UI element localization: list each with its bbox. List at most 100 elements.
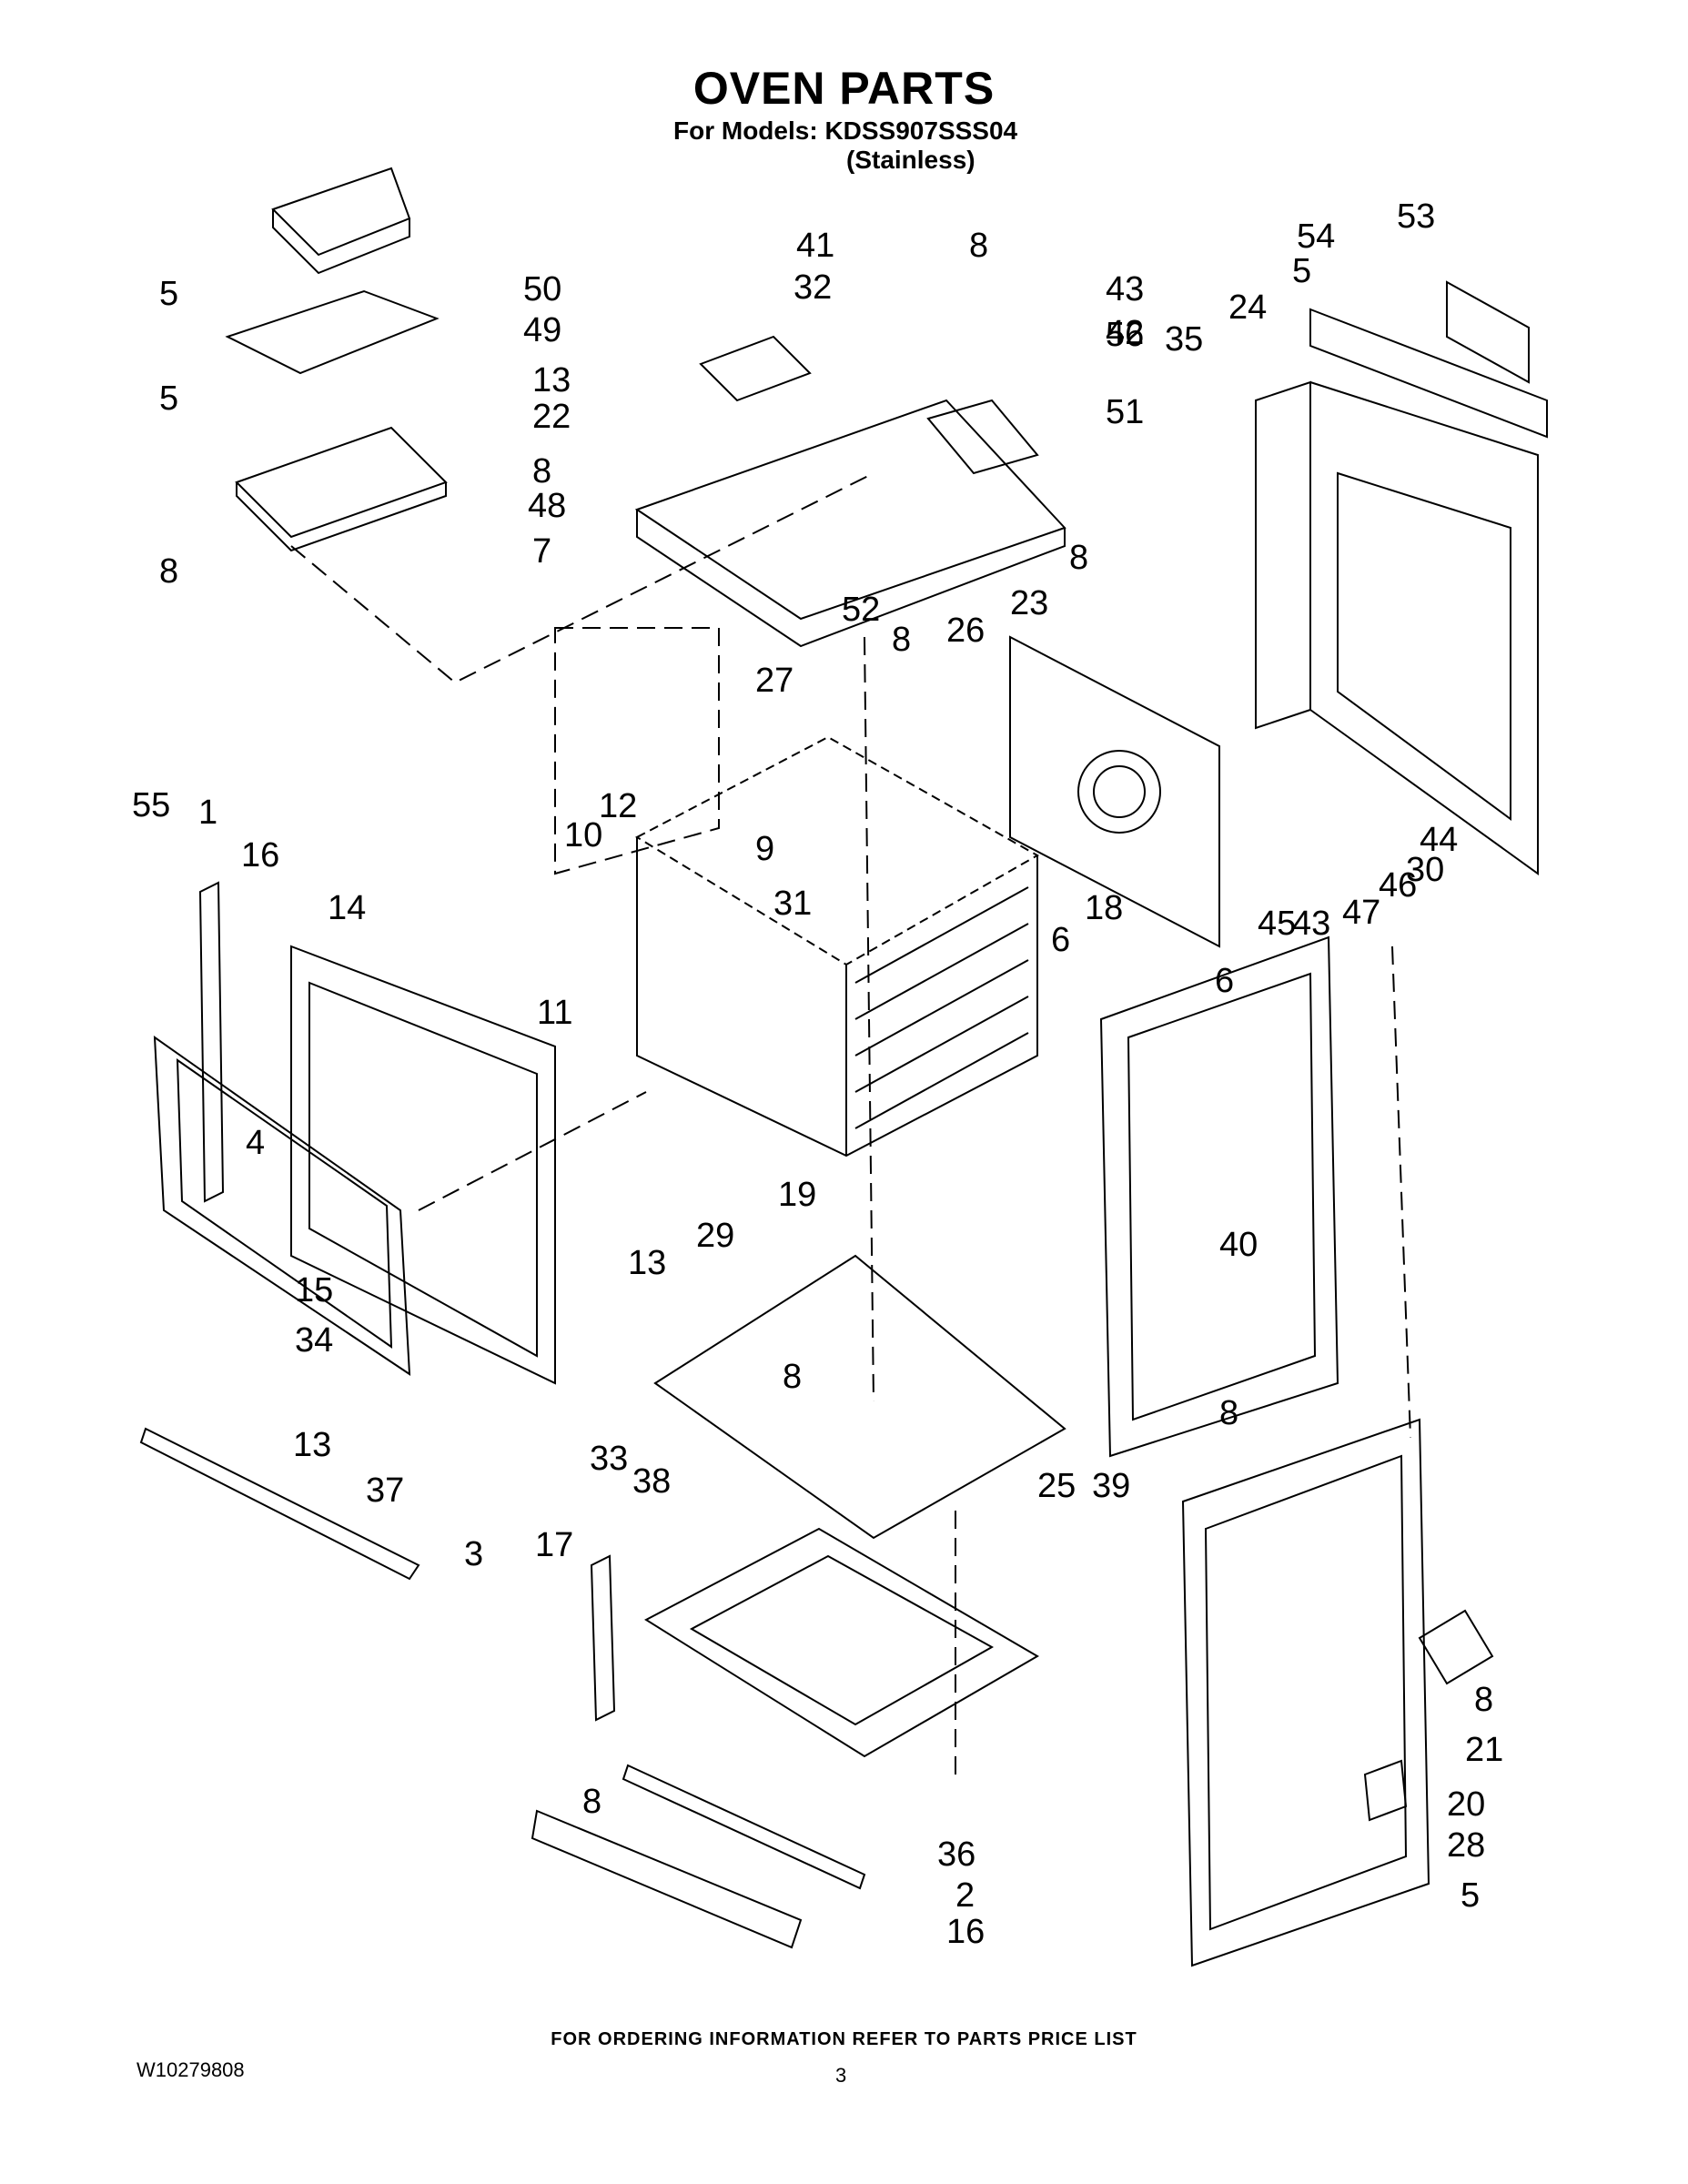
callout-label: 8 [1069, 539, 1088, 577]
callout-label: 8 [582, 1783, 601, 1821]
part-hinge-bracket [590, 1554, 616, 1722]
callout-label: 5 [1292, 252, 1311, 290]
callout-label: 12 [599, 787, 637, 825]
callout-label: 23 [1010, 584, 1048, 622]
part-vertical-bracket [198, 881, 225, 1203]
callout-label: 9 [755, 830, 774, 868]
callout-label: 41 [796, 227, 834, 265]
part-door-seal [153, 1035, 411, 1376]
part-shield [225, 289, 440, 375]
callout-label: 40 [1219, 1226, 1258, 1264]
callout-label: 8 [892, 621, 911, 659]
part-control-board [271, 167, 411, 257]
callout-label: 4 [246, 1124, 265, 1162]
part-oven-top-frame [634, 399, 1066, 621]
page-number: 3 [835, 2064, 847, 2087]
callout-label: 35 [1165, 320, 1203, 359]
callout-label: 45 [1258, 905, 1296, 943]
part-oven-bottom [653, 1254, 1066, 1540]
callout-label: 13 [532, 361, 571, 399]
callout-label: 43 [1106, 270, 1144, 308]
callout-label: 31 [773, 885, 812, 923]
callout-label: 15 [295, 1271, 333, 1309]
ordering-note: FOR ORDERING INFORMATION REFER TO PARTS … [551, 2029, 1137, 2049]
callout-label: 20 [1447, 1785, 1485, 1824]
callout-label: 13 [293, 1426, 331, 1464]
callout-label: 8 [159, 552, 178, 591]
callout-label: 18 [1085, 889, 1123, 927]
part-thermostat [699, 335, 812, 402]
callout-label: 5 [159, 379, 178, 418]
callout-label: 34 [295, 1321, 333, 1360]
part-bottom-trim [531, 1809, 803, 1949]
callout-label: 33 [590, 1440, 628, 1478]
part-bottom-tray [643, 1527, 1039, 1758]
part-bracket [235, 426, 448, 539]
callout-label: 22 [532, 398, 571, 436]
callout-label: 51 [1106, 393, 1144, 431]
callout-label: 10 [564, 816, 602, 854]
callout-label: 42 [1106, 314, 1144, 352]
callout-label: 19 [778, 1176, 816, 1214]
callout-label: 14 [328, 889, 366, 927]
document-number: W10279808 [136, 2058, 245, 2081]
callout-label: 38 [632, 1462, 671, 1501]
callout-label: 52 [842, 591, 880, 629]
callout-label: 56 [1106, 316, 1144, 354]
callout-label: 5 [159, 275, 178, 313]
callout-label: 46 [1379, 866, 1417, 905]
callout-label: 2 [955, 1876, 975, 1915]
callout-label: 25 [1037, 1467, 1076, 1505]
callout-label: 30 [1406, 851, 1444, 889]
part-front-trim [139, 1427, 420, 1581]
part-door-frame [1181, 1418, 1430, 1967]
callout-label: 21 [1465, 1731, 1503, 1769]
part-rear-panel [1009, 635, 1220, 948]
callout-label: 27 [755, 662, 793, 700]
callout-label: 6 [1215, 962, 1234, 1000]
callout-label: 7 [532, 532, 551, 571]
model-variant: (Stainless) [846, 146, 975, 174]
callout-label: 48 [528, 487, 566, 525]
callout-label: 1 [198, 794, 217, 832]
part-side-panel [1255, 380, 1311, 730]
callout-label: 24 [1228, 288, 1267, 327]
callout-label: 54 [1297, 217, 1335, 256]
part-drawings [139, 167, 1548, 1967]
callout-label: 37 [366, 1471, 404, 1510]
callout-label: 8 [1474, 1681, 1493, 1719]
callout-label: 16 [946, 1913, 985, 1951]
callout-label: 49 [523, 311, 561, 349]
part-top-bracket [1309, 308, 1548, 439]
part-left-side-panel [290, 945, 556, 1385]
part-terminal-block [926, 399, 1039, 475]
callout-label: 8 [783, 1358, 802, 1396]
callout-label: 43 [1292, 905, 1330, 943]
callout-label: 53 [1397, 197, 1435, 236]
callout-label: 29 [696, 1217, 734, 1255]
part-right-side-panel [1099, 935, 1339, 1458]
callout-label: 13 [628, 1244, 666, 1282]
callout-label: 28 [1447, 1826, 1485, 1865]
callout-label: 6 [1051, 921, 1070, 959]
callout-label: 17 [535, 1526, 573, 1564]
callout-label: 47 [1342, 894, 1380, 932]
model-number: For Models: KDSS907SSS04 [673, 116, 1018, 145]
page-title: OVEN PARTS [692, 63, 996, 114]
callout-label: 8 [1219, 1394, 1238, 1432]
callout-label: 36 [937, 1835, 975, 1874]
callout-label: 11 [537, 994, 572, 1032]
callout-label: 50 [523, 270, 561, 308]
part-hinge-plate [1418, 1609, 1494, 1685]
callout-label: 55 [132, 786, 170, 824]
callout-label: 26 [946, 612, 985, 650]
callout-label: 39 [1092, 1467, 1130, 1505]
callout-label: 8 [969, 227, 988, 265]
callout-label: 32 [793, 268, 832, 307]
connector-lines [290, 472, 1411, 1774]
callout-label: 5 [1461, 1876, 1480, 1915]
callout-label: 16 [241, 836, 279, 875]
callout-label: 8 [532, 452, 551, 490]
